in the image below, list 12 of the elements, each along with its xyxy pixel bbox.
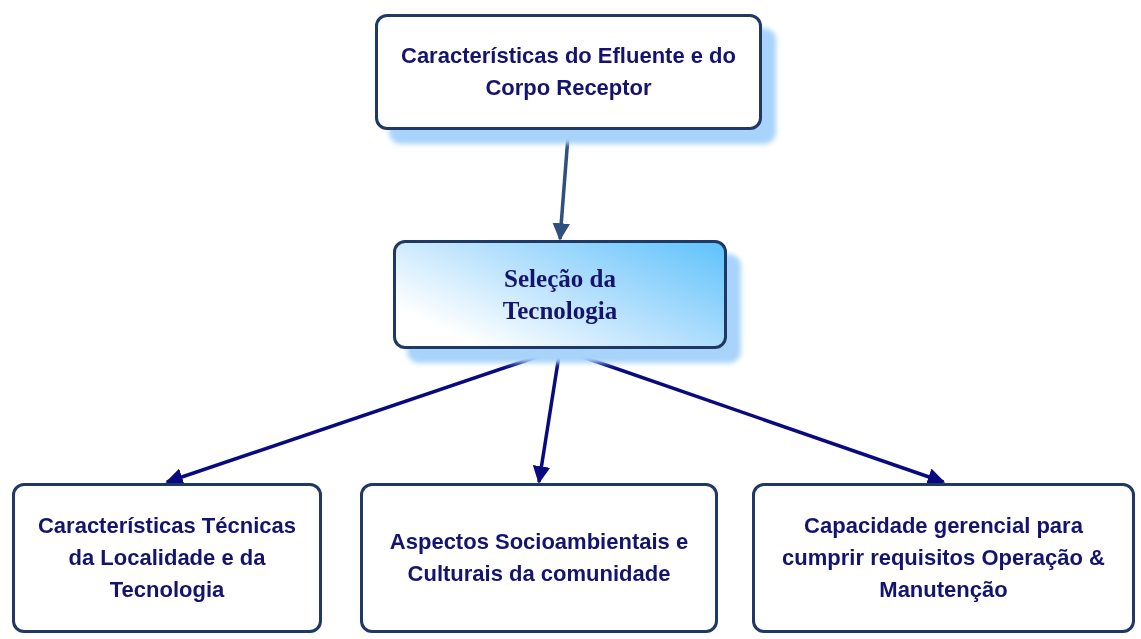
box-label: Características do Efluente e do Corpo Receptor bbox=[400, 42, 737, 102]
arrow bbox=[532, 348, 562, 484]
process-box bbox=[12, 483, 322, 633]
process-box bbox=[752, 483, 1135, 633]
process-box bbox=[393, 240, 727, 349]
box-label: Aspectos Socioambientais e Culturais da comunidade bbox=[388, 528, 690, 588]
box-label: Capacidade gerencial para cumprir requisitos Operação & Manutenção bbox=[781, 512, 1106, 604]
box-label: Características Técnicas da Localidade e da Tecnologia bbox=[36, 512, 298, 604]
process-box bbox=[375, 14, 762, 130]
arrow bbox=[552, 129, 571, 241]
process-box bbox=[360, 483, 718, 633]
box-label: Seleção da Tecnologia bbox=[501, 264, 619, 326]
